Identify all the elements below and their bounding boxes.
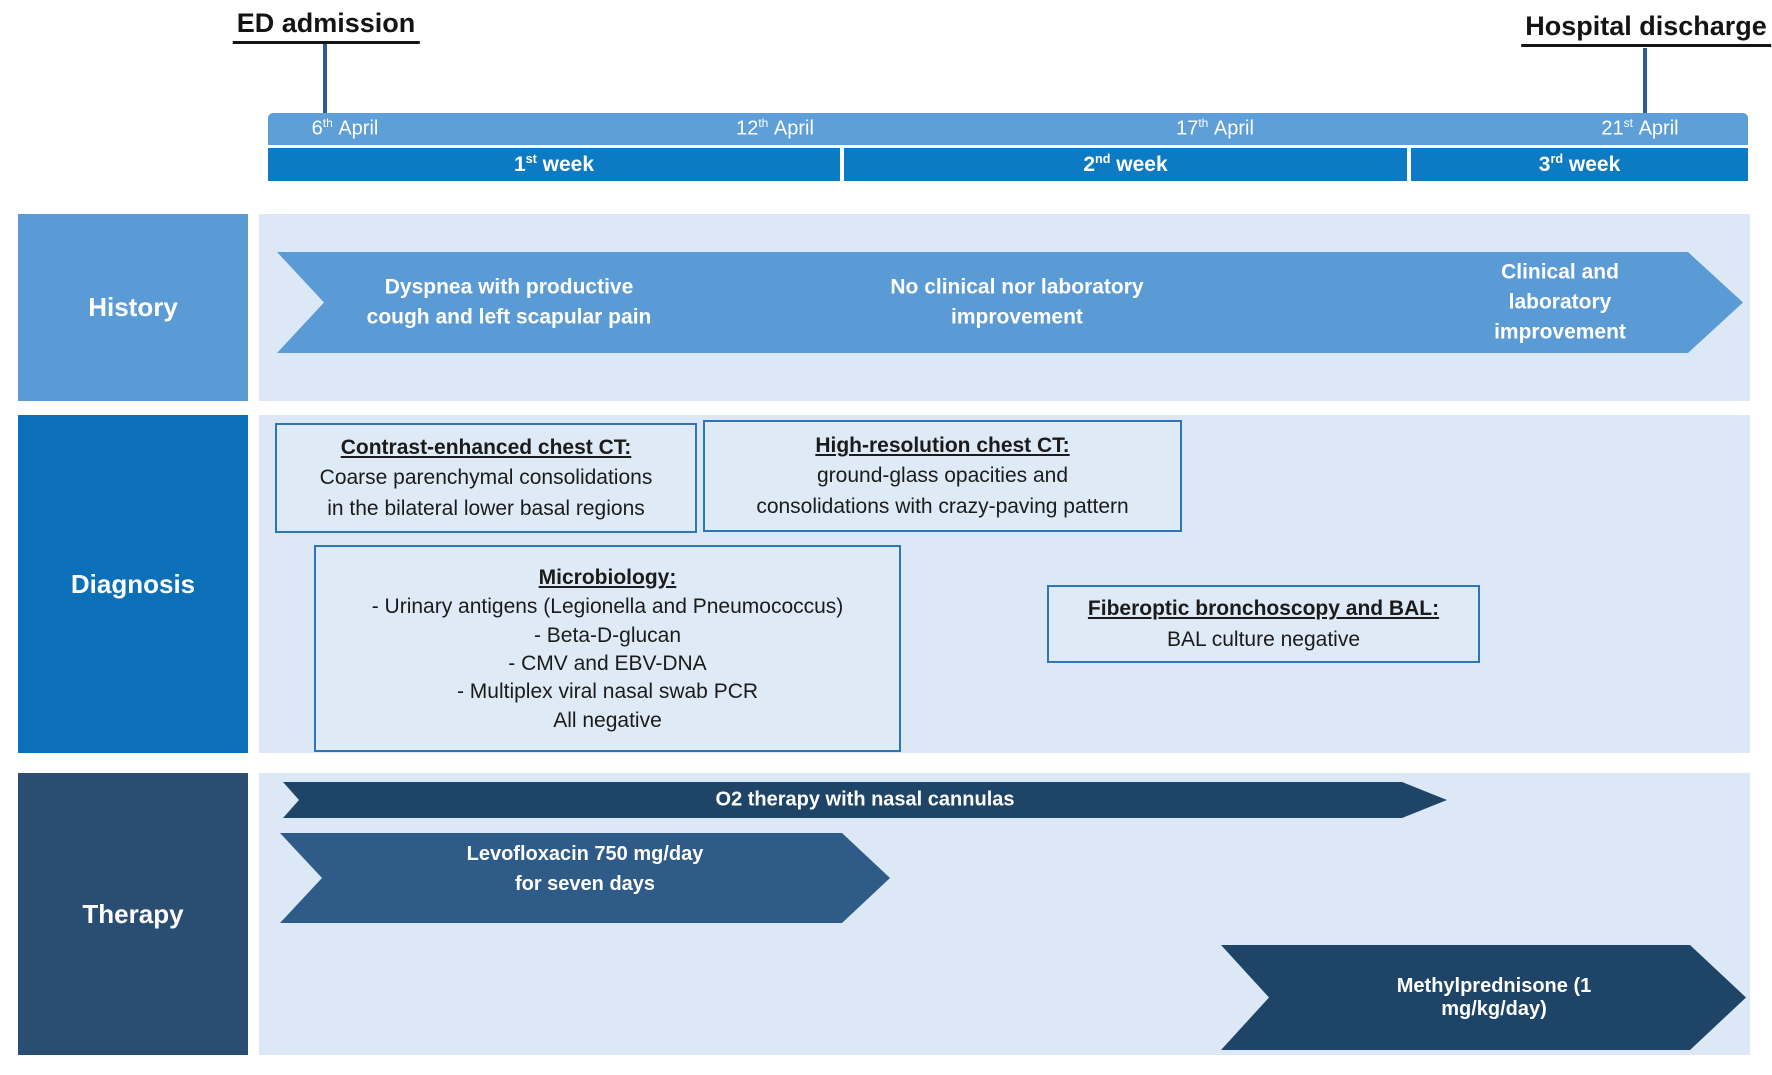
ed-admission-connector-line bbox=[323, 44, 327, 113]
week-2-label: 2nd week bbox=[1083, 151, 1168, 176]
o2-therapy-text: O2 therapy with nasal cannulas bbox=[715, 788, 1015, 811]
history-event-1-text: Dyspnea with productive cough and left s… bbox=[366, 275, 652, 329]
bronchoscopy-bal-title: Fiberoptic bronchoscopy and BAL: bbox=[1087, 597, 1440, 621]
o2-therapy-arrow: O2 therapy with nasal cannulas bbox=[283, 782, 1447, 818]
history-lane-label: History bbox=[18, 214, 248, 401]
microbiology-findings: - Urinary antigens (Legionella and Pneum… bbox=[371, 595, 844, 732]
ed-admission-label: ED admission bbox=[232, 8, 420, 44]
date-tick-6-april: 6th April bbox=[311, 115, 379, 140]
therapy-lane-label: Therapy bbox=[18, 773, 248, 1055]
contrast-ct-title: Contrast-enhanced chest CT: bbox=[340, 435, 632, 459]
contrast-ct-findings: Coarse parenchymal consolidations in the… bbox=[319, 466, 653, 520]
methylprednisone-arrow: Methylprednisone (1 mg/kg/day) bbox=[1221, 945, 1746, 1050]
week-segment-2: 2nd week bbox=[840, 148, 1407, 181]
hospital-discharge-label: Hospital discharge bbox=[1521, 11, 1771, 47]
week-3-label: 3rd week bbox=[1538, 151, 1621, 176]
history-arrow: Dyspnea with productive cough and left s… bbox=[277, 252, 1743, 353]
microbiology-title: Microbiology: bbox=[538, 565, 677, 589]
methylprednisone-text: Methylprednisone (1 mg/kg/day) bbox=[1396, 974, 1592, 1020]
hrct-title: High-resolution chest CT: bbox=[815, 433, 1070, 457]
levofloxacin-arrow: Levofloxacin 750 mg/day for seven days bbox=[280, 833, 890, 923]
levofloxacin-text: Levofloxacin 750 mg/day for seven days bbox=[466, 843, 704, 895]
date-axis-bar: 6th April 12th April 17th April 21st Apr… bbox=[268, 113, 1748, 145]
history-event-2-text: No clinical nor laboratory improvement bbox=[890, 275, 1144, 329]
bronchoscopy-bal-findings: BAL culture negative bbox=[1166, 627, 1360, 651]
week-segment-1: 1st week bbox=[268, 148, 840, 181]
week-1-label: 1st week bbox=[513, 151, 595, 176]
date-tick-12-april: 12th April bbox=[736, 115, 814, 140]
hrct-findings: ground-glass opacities and consolidation… bbox=[756, 464, 1129, 518]
bronchoscopy-bal-box: Fiberoptic bronchoscopy and BAL: BAL cul… bbox=[1047, 585, 1480, 663]
week-axis-bar: 1st week 2nd week 3rd week bbox=[268, 148, 1748, 181]
hrct-box: High-resolution chest CT: ground-glass o… bbox=[703, 420, 1182, 532]
hospital-discharge-connector-line bbox=[1643, 48, 1647, 113]
contrast-ct-box: Contrast-enhanced chest CT: Coarse paren… bbox=[275, 423, 697, 533]
microbiology-box: Microbiology: - Urinary antigens (Legion… bbox=[314, 545, 901, 752]
date-tick-21-april: 21st April bbox=[1601, 115, 1679, 140]
diagnosis-lane-label: Diagnosis bbox=[18, 415, 248, 753]
date-tick-17-april: 17th April bbox=[1176, 115, 1254, 140]
week-segment-3: 3rd week bbox=[1407, 148, 1748, 181]
history-event-3-text: Clinical and laboratory improvement bbox=[1494, 259, 1626, 344]
